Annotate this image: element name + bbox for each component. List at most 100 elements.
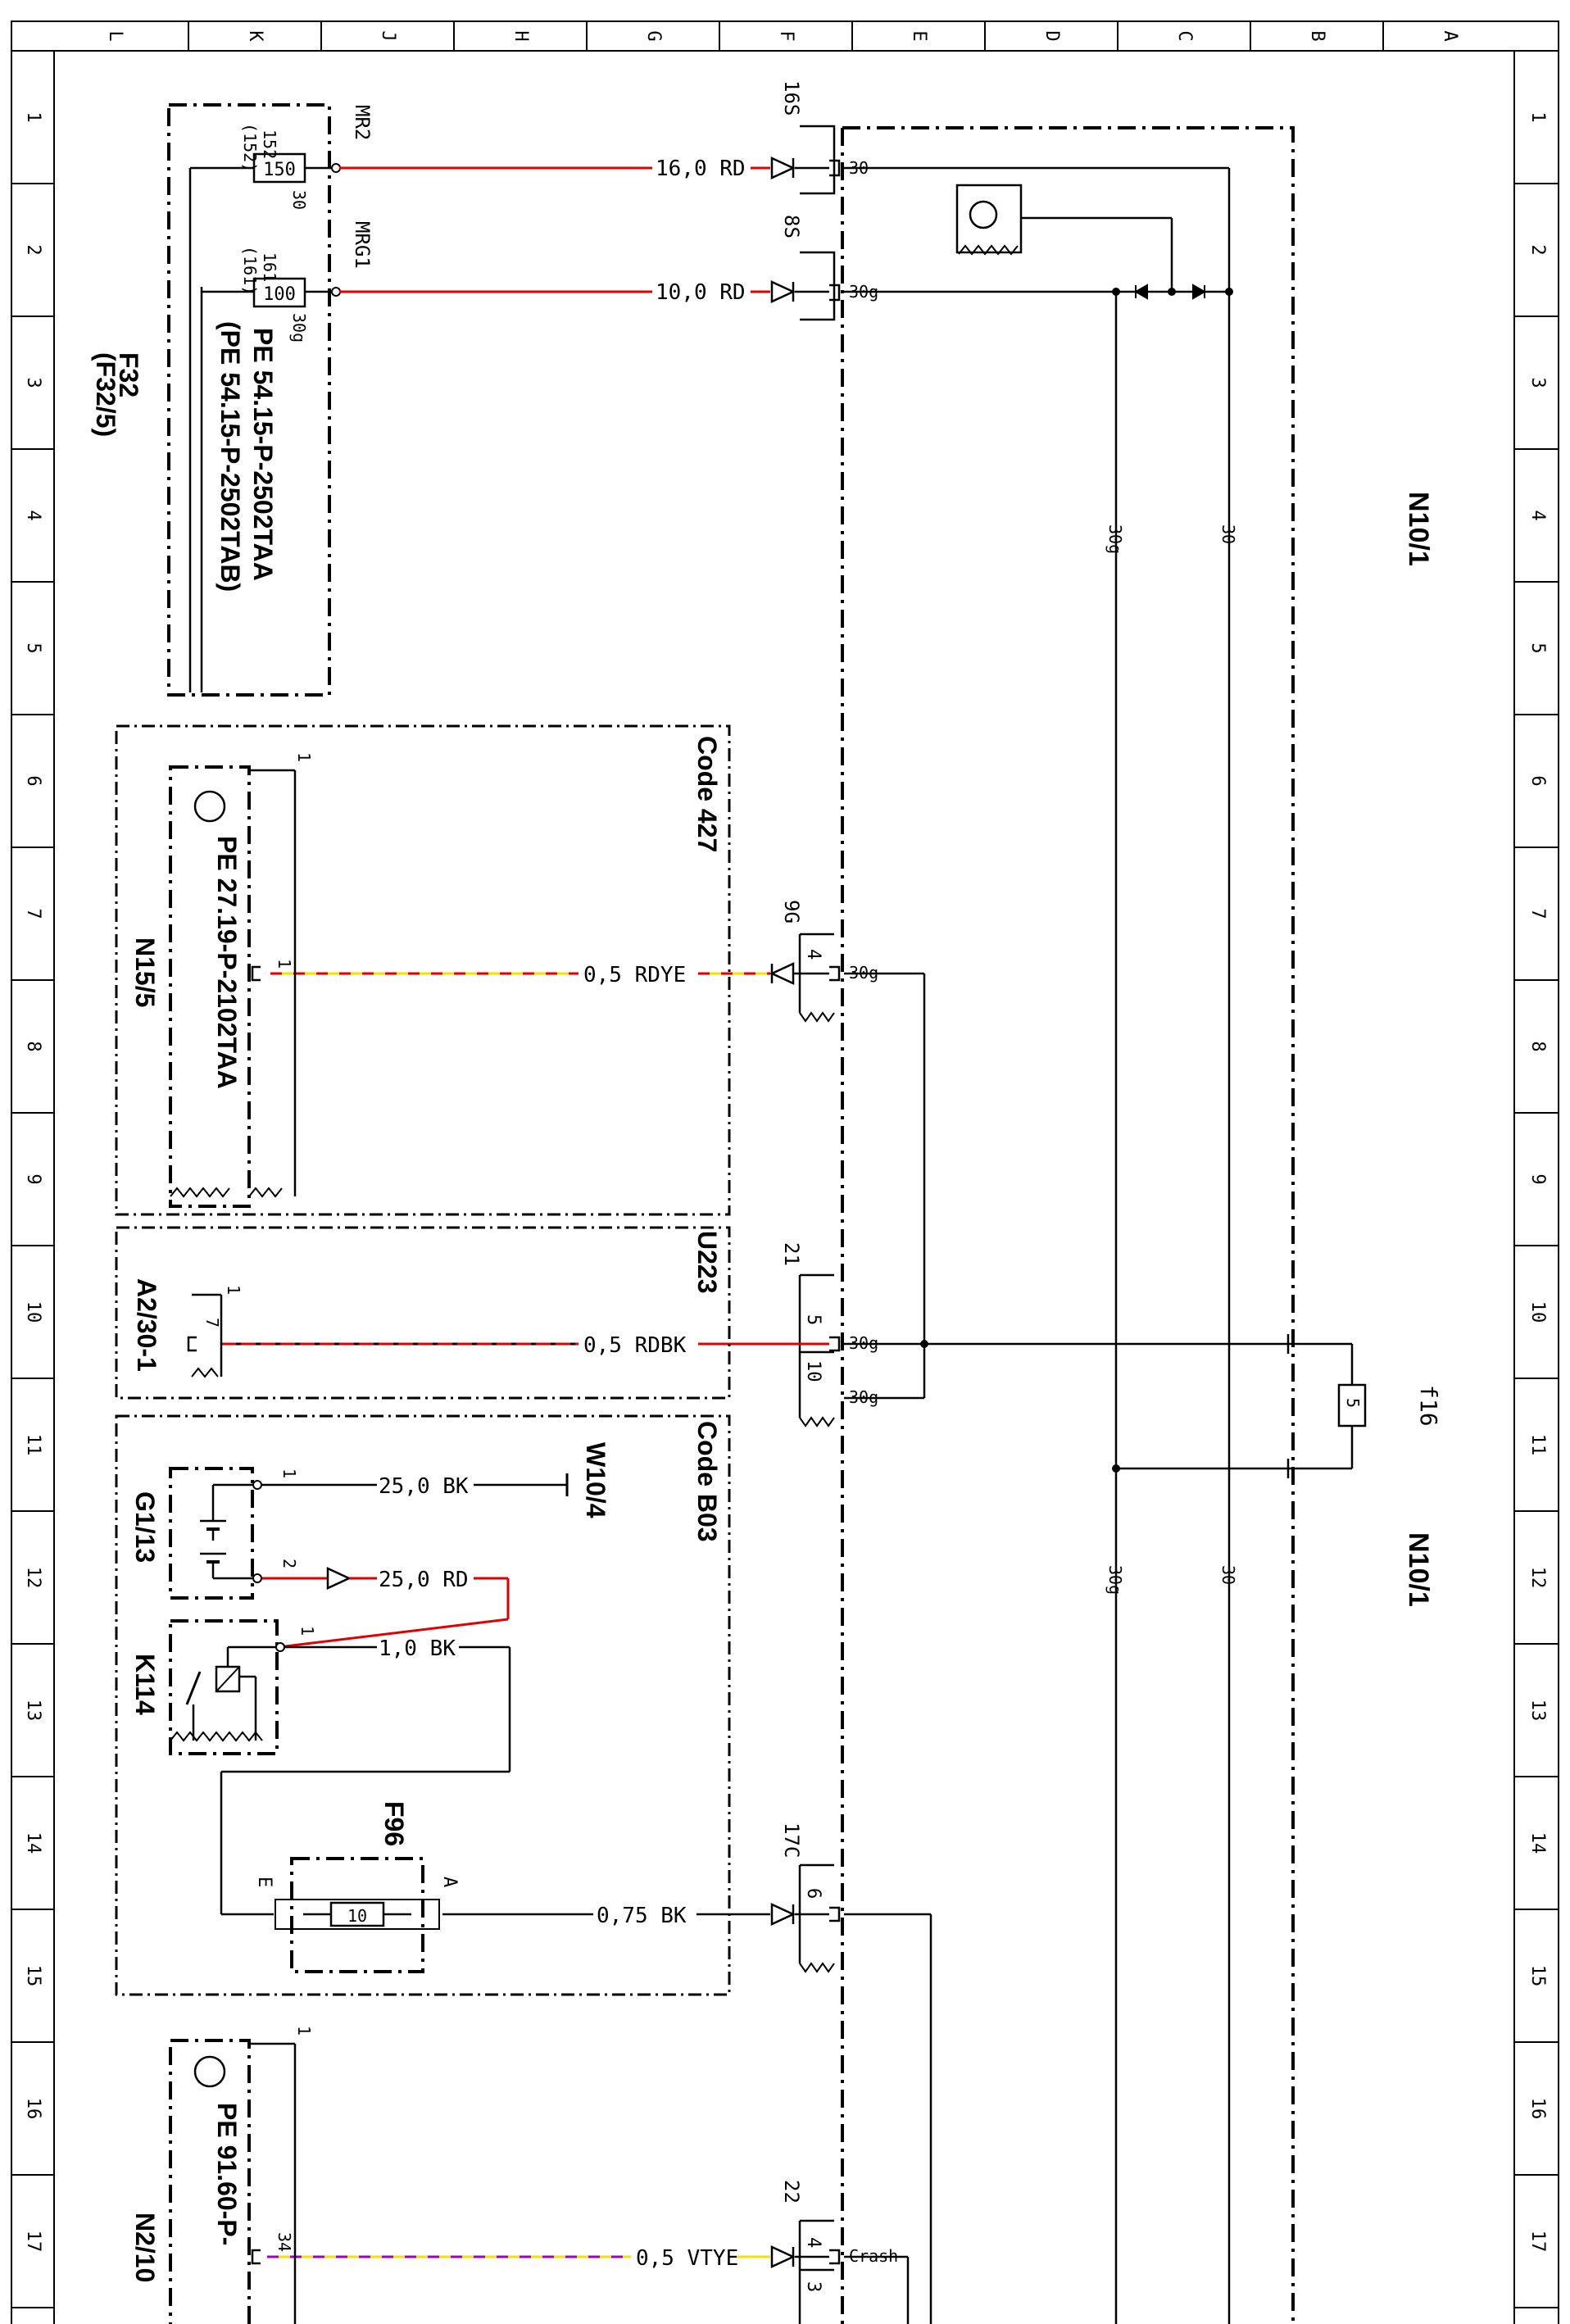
- row-number: 2: [23, 244, 43, 255]
- connector-9g: 9G 4: [780, 900, 841, 1023]
- svg-text:1,0 BK: 1,0 BK: [379, 1636, 456, 1661]
- svg-text:1: 1: [294, 2026, 314, 2036]
- svg-text:0,5 RDYE: 0,5 RDYE: [583, 963, 686, 987]
- g1-13-label: G1/13: [130, 1491, 160, 1563]
- row-number: 14: [1527, 1832, 1548, 1854]
- pin-label: 30: [849, 158, 869, 178]
- mrg1-label: MRG1: [351, 221, 374, 269]
- row-number: 6: [23, 775, 43, 786]
- row-number: 5: [1527, 642, 1548, 653]
- column-letter: H: [510, 30, 531, 41]
- drawing-frame: [11, 20, 1559, 2324]
- svg-text:1: 1: [224, 1285, 243, 1295]
- fuse-f16: [1337, 1383, 1367, 1428]
- fuse-100: [252, 277, 306, 308]
- row-number: 12: [23, 1567, 43, 1589]
- row-number: 7: [1527, 908, 1548, 919]
- svg-text:150: 150: [263, 160, 296, 180]
- pin-label: 30g: [289, 313, 309, 343]
- row-number: 9: [23, 1173, 43, 1184]
- column-letter: D: [1041, 30, 1062, 41]
- row-number: 9: [1527, 1173, 1548, 1184]
- row-number: 13: [1527, 1700, 1548, 1722]
- pin-label: 30: [289, 190, 309, 210]
- column-letter: C: [1174, 30, 1195, 41]
- row-number: 16: [1527, 2098, 1548, 2120]
- column-letter: B: [1307, 30, 1327, 41]
- f16-label: f16: [1415, 1385, 1442, 1427]
- row-number: 1: [1527, 111, 1548, 122]
- svg-text:0,5 RDBK: 0,5 RDBK: [583, 1333, 687, 1358]
- wire-tag: 30: [1218, 1565, 1238, 1585]
- svg-text:1: 1: [297, 1626, 317, 1636]
- n10-1-label: N10/1: [1403, 492, 1434, 566]
- f32-alt-label: (F32/5): [91, 352, 120, 437]
- row-number: 16: [23, 2098, 43, 2120]
- connector-22: 22 4 3: [780, 2180, 841, 2324]
- row-number: 6: [1527, 775, 1548, 786]
- f96-label: F96: [379, 1801, 409, 1846]
- svg-text:W10/4: W10/4: [581, 1442, 610, 1518]
- code-b03-box: Code B03 W10/4 1 2 G1/13 25,0 BK 25,0 RD: [115, 1414, 731, 1996]
- row-number: 4: [1527, 510, 1548, 520]
- column-letter: L: [105, 30, 125, 41]
- svg-text:10: 10: [803, 1360, 824, 1382]
- row-number: 8: [23, 1041, 43, 1051]
- svg-text:10: 10: [347, 1906, 367, 1926]
- svg-text:0,75 BK: 0,75 BK: [597, 1904, 687, 1928]
- svg-text:0,5 VTYE: 0,5 VTYE: [636, 2246, 738, 2271]
- row-number: 2: [1527, 244, 1548, 255]
- svg-text:3: 3: [803, 2281, 824, 2292]
- pin-label: (152): [240, 123, 260, 172]
- column-letter: K: [245, 30, 265, 42]
- wire-tag: 30: [1218, 524, 1238, 544]
- column-letter: F: [776, 30, 796, 41]
- a2-30-1-label: A2/30-1: [132, 1278, 161, 1372]
- wire-0-5-rdbk: 0,5 RDBK: [221, 1333, 829, 1358]
- n2-10-label: N2/10: [130, 2213, 160, 2282]
- svg-text:25,0 RD: 25,0 RD: [379, 1568, 469, 1592]
- pin-label: (161): [240, 246, 260, 295]
- svg-text:Code B03: Code B03: [692, 1421, 722, 1542]
- row-number: 1: [23, 111, 43, 122]
- row-number: 17: [23, 2231, 43, 2253]
- svg-text:8S: 8S: [780, 215, 803, 238]
- svg-text:6: 6: [803, 1888, 824, 1899]
- row-number: 11: [23, 1434, 43, 1456]
- svg-text:4: 4: [803, 2237, 824, 2248]
- svg-text:22: 22: [780, 2180, 803, 2204]
- row-number: 17: [1527, 2231, 1548, 2253]
- row-number: 14: [23, 1832, 43, 1854]
- wire-10-0-rd: 10,0 RD: [339, 280, 829, 305]
- svg-text:2: 2: [279, 1559, 299, 1568]
- connector-16s: 16S: [780, 80, 841, 195]
- svg-text:7: 7: [202, 1318, 222, 1328]
- pin-label: 161: [260, 252, 279, 282]
- svg-text:1: 1: [294, 752, 314, 762]
- row-number: 10: [23, 1301, 43, 1323]
- svg-text:E: E: [254, 1877, 275, 1887]
- svg-text:16,0 RD: 16,0 RD: [656, 157, 746, 181]
- svg-text:1: 1: [279, 1468, 299, 1478]
- f32-reference-alt: (PE 54.15-P-2502TAB): [216, 321, 245, 592]
- svg-text:5: 5: [803, 1314, 824, 1325]
- wire-0-75-bk: 0,75 BK: [442, 1903, 829, 1928]
- mr2-label: MR2: [351, 105, 374, 140]
- k114-label: K114: [130, 1654, 160, 1715]
- svg-text:16S: 16S: [780, 80, 803, 116]
- row-number: 4: [23, 510, 43, 520]
- code-427-box: Code 427 1 1 PE 27.19-P-2102TAA N15/5: [115, 724, 731, 1216]
- column-letter: E: [909, 30, 929, 41]
- column-header: L K J H G F E D C B A: [105, 21, 1460, 51]
- svg-text:A: A: [439, 1877, 460, 1887]
- wire-0-5-vtye: 0,5 VTYE: [267, 2245, 829, 2271]
- column-letter: G: [643, 30, 664, 41]
- row-number: 5: [23, 642, 43, 653]
- transistor-icon: [193, 790, 226, 823]
- column-letter: A: [1440, 30, 1460, 41]
- connector-17c: 17C 6: [780, 1822, 841, 1973]
- svg-text:U223: U223: [692, 1231, 722, 1294]
- column-letter: J: [378, 30, 398, 41]
- svg-text:100: 100: [263, 284, 296, 305]
